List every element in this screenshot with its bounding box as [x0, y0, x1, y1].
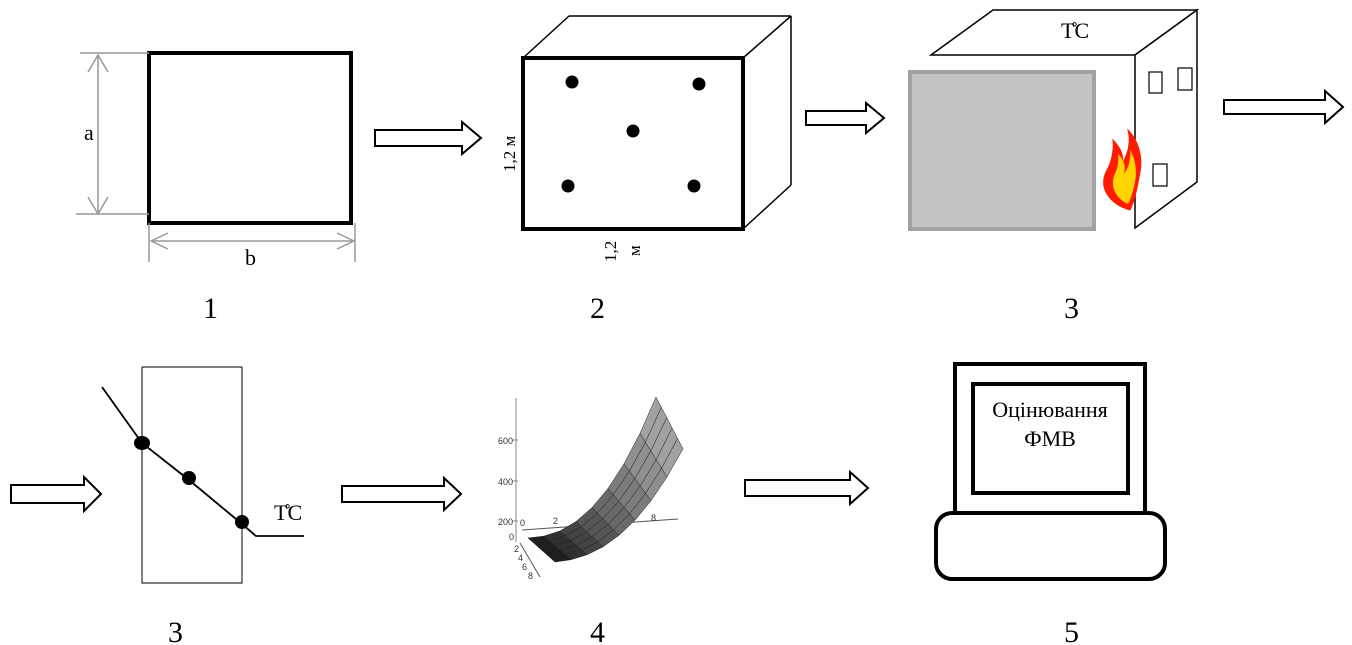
- surface-mesh: [527, 396, 684, 563]
- z-tick-label: 0: [509, 532, 514, 542]
- measurement-point: [561, 179, 575, 193]
- step-number-1: 1: [203, 292, 218, 325]
- box-edge-top-right: [742, 15, 792, 59]
- flow-arrow-6: [744, 469, 870, 507]
- y-axis: [519, 542, 541, 578]
- flow-arrow-2: [805, 100, 886, 136]
- control-button: [1148, 71, 1163, 94]
- keyboard-base: [934, 511, 1167, 581]
- profile-point: [134, 436, 150, 450]
- measurement-point: [565, 75, 579, 89]
- box-edge-top-left: [522, 15, 570, 59]
- dimension-label-horizontal-unit: м: [625, 245, 644, 256]
- profile-frame: [141, 366, 243, 584]
- dimension-label-vertical: 1,2 м: [500, 136, 519, 173]
- y-tick-label: 6: [522, 562, 527, 572]
- profile-point: [235, 515, 249, 529]
- control-button: [1152, 163, 1168, 187]
- flow-arrow-1: [374, 119, 483, 157]
- dim-arrow-b-left: [149, 232, 169, 250]
- measurement-point: [692, 77, 706, 91]
- y-tick-label: 8: [528, 571, 533, 581]
- test-specimen-gray: [908, 70, 1096, 231]
- flow-arrow-3: [1223, 88, 1345, 126]
- z-tick-label: 400: [498, 477, 513, 487]
- temperature-curve: [101, 386, 304, 537]
- chamber-temperature-label: T̊C: [1061, 18, 1089, 43]
- panel-4-surface-plot: 600 400 200 0 0 2 8 2 4 6 8 4: [498, 396, 684, 645]
- flow-arrow-4: [10, 474, 103, 514]
- step-number-5: 5: [1064, 616, 1079, 645]
- panel-5-computer: Оцінювання ФМВ 5: [934, 362, 1167, 645]
- x-tick-label: 0: [520, 518, 525, 528]
- step-number-4: 4: [590, 616, 605, 645]
- dim-arrow-a-bottom: [87, 196, 109, 216]
- sample-rectangle: [147, 51, 353, 225]
- panel-3-thermal-chamber: T̊C 3: [908, 8, 1200, 325]
- step-number-3a: 3: [1064, 292, 1079, 325]
- dim-label-a: a: [84, 120, 94, 145]
- x-tick-label: 8: [651, 513, 656, 523]
- profile-temperature-label: T̊C: [274, 500, 302, 525]
- monitor-screen: [971, 382, 1130, 495]
- screen-text-line2: ФМВ: [1024, 426, 1076, 451]
- surface-cell: [661, 437, 684, 478]
- x-tick-label: 2: [553, 516, 558, 526]
- box-front-face: [521, 56, 745, 231]
- control-button: [1177, 67, 1193, 91]
- panel-2-measurement-box: 1,2 м 1,2 м 2: [500, 15, 792, 325]
- screen-text-line1: Оцінювання: [992, 397, 1108, 422]
- panel-3b-temperature-profile: T̊C 3: [101, 366, 304, 645]
- step-number-2: 2: [590, 292, 605, 325]
- measurement-point: [626, 124, 640, 138]
- dim-arrow-a-top: [87, 53, 109, 73]
- dim-arrow-b-right: [336, 232, 356, 250]
- measurement-point: [687, 179, 701, 193]
- y-tick-label: 4: [518, 553, 523, 563]
- profile-point: [182, 471, 196, 485]
- step-number-3b: 3: [168, 616, 183, 645]
- box-edge-bottom-right: [742, 184, 792, 230]
- panel-1-sample-rectangle: a b 1: [76, 51, 356, 325]
- y-tick-label: 2: [514, 544, 519, 554]
- dimension-label-horizontal-value: 1,2: [601, 241, 620, 262]
- z-tick-label: 600: [498, 436, 513, 446]
- flow-arrow-5: [341, 475, 463, 513]
- z-tick-label: 200: [498, 517, 513, 527]
- dim-label-b: b: [245, 245, 256, 270]
- flame-icon-inner: [1112, 150, 1136, 204]
